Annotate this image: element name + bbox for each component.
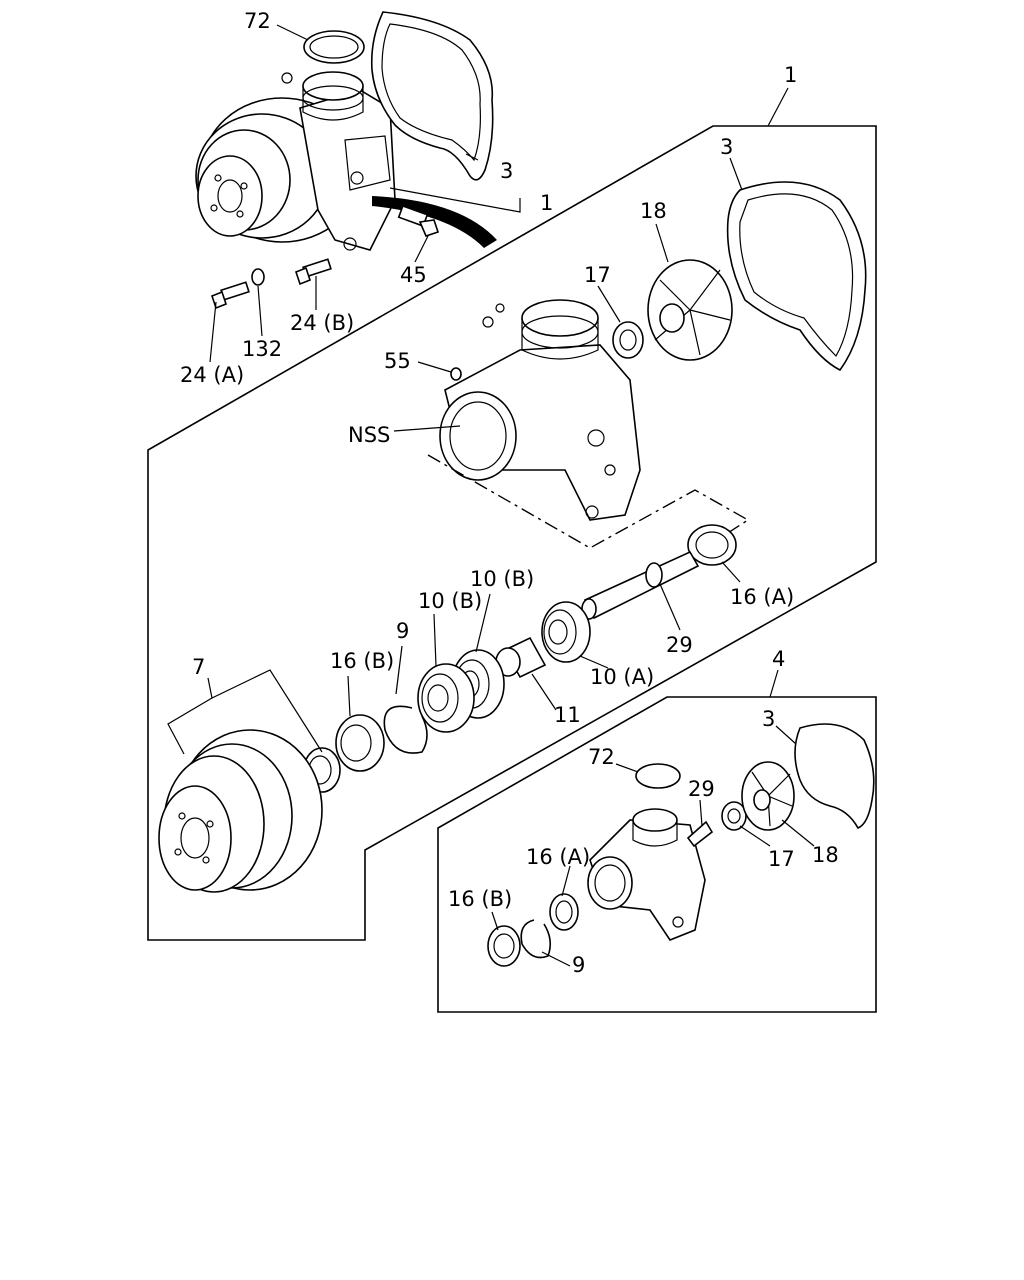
label-nss: NSS <box>348 423 390 447</box>
snap-ring-9 <box>383 705 428 754</box>
label-17-kit: 17 <box>768 847 795 871</box>
label-29-kit: 29 <box>688 777 715 801</box>
label-11: 11 <box>554 703 581 727</box>
label-24b: 24 (B) <box>290 311 354 335</box>
shaft-29 <box>581 550 700 620</box>
impeller-18-top <box>647 259 733 361</box>
label-4: 4 <box>772 647 785 671</box>
seal-16a <box>687 524 737 566</box>
label-10b-lower: 10 (B) <box>418 589 482 613</box>
label-10b-upper: 10 (B) <box>470 567 534 591</box>
kit-shaft-29 <box>686 820 714 848</box>
kit-gasket-3 <box>794 723 875 830</box>
kit-housing <box>587 808 706 941</box>
seal-17-top <box>612 321 644 359</box>
spacer-11 <box>495 636 547 679</box>
label-3-kit: 3 <box>762 707 775 731</box>
label-24a: 24 (A) <box>180 363 244 387</box>
kit-seal-16b <box>487 925 521 967</box>
label-17-top: 17 <box>584 263 611 287</box>
label-72-top: 72 <box>244 9 271 33</box>
kit-o-ring-72 <box>635 763 681 789</box>
label-9: 9 <box>396 619 409 643</box>
kit-seal-17 <box>721 801 747 831</box>
pump-housing-nss <box>439 299 641 521</box>
centerline-box <box>427 454 750 549</box>
label-16a: 16 (A) <box>730 585 794 609</box>
bolt-24b <box>295 258 332 286</box>
assembled-pump-top <box>195 71 396 251</box>
callout-labels: 72 3 1 45 24 (B) 132 24 (A) 1 3 18 17 55… <box>180 9 839 977</box>
pulley-7 <box>158 729 323 893</box>
label-7: 7 <box>192 655 205 679</box>
label-132: 132 <box>242 337 282 361</box>
label-1-top: 1 <box>540 191 553 215</box>
label-18-kit: 18 <box>812 843 839 867</box>
gasket-3-top <box>370 11 494 181</box>
bolt-45 <box>397 204 440 237</box>
leader-lines <box>167 24 815 967</box>
bearing-10b-inner <box>417 663 475 733</box>
kit-snap-ring-9 <box>520 919 552 959</box>
label-3-right: 3 <box>720 135 733 159</box>
label-16b-kit: 16 (B) <box>448 887 512 911</box>
washer-132 <box>251 268 265 286</box>
bearing-10a <box>541 601 591 663</box>
dowel-55 <box>450 367 462 381</box>
seal-16b <box>335 714 385 772</box>
label-29: 29 <box>666 633 693 657</box>
label-10a: 10 (A) <box>590 665 654 689</box>
assembly-frame-1 <box>147 125 877 941</box>
label-16b: 16 (B) <box>330 649 394 673</box>
kit-seal-16a <box>549 893 579 931</box>
label-55: 55 <box>384 349 411 373</box>
label-1: 1 <box>784 63 797 87</box>
label-9-kit: 9 <box>572 953 585 977</box>
label-18-top: 18 <box>640 199 667 223</box>
kit-frame-4 <box>437 696 877 1013</box>
gasket-3-right <box>726 181 867 372</box>
label-3-top: 3 <box>500 159 513 183</box>
label-72-kit: 72 <box>588 745 615 769</box>
bolt-24a <box>211 281 250 310</box>
label-45: 45 <box>400 263 427 287</box>
kit-impeller-18 <box>741 761 795 831</box>
label-16a-kit: 16 (A) <box>526 845 590 869</box>
